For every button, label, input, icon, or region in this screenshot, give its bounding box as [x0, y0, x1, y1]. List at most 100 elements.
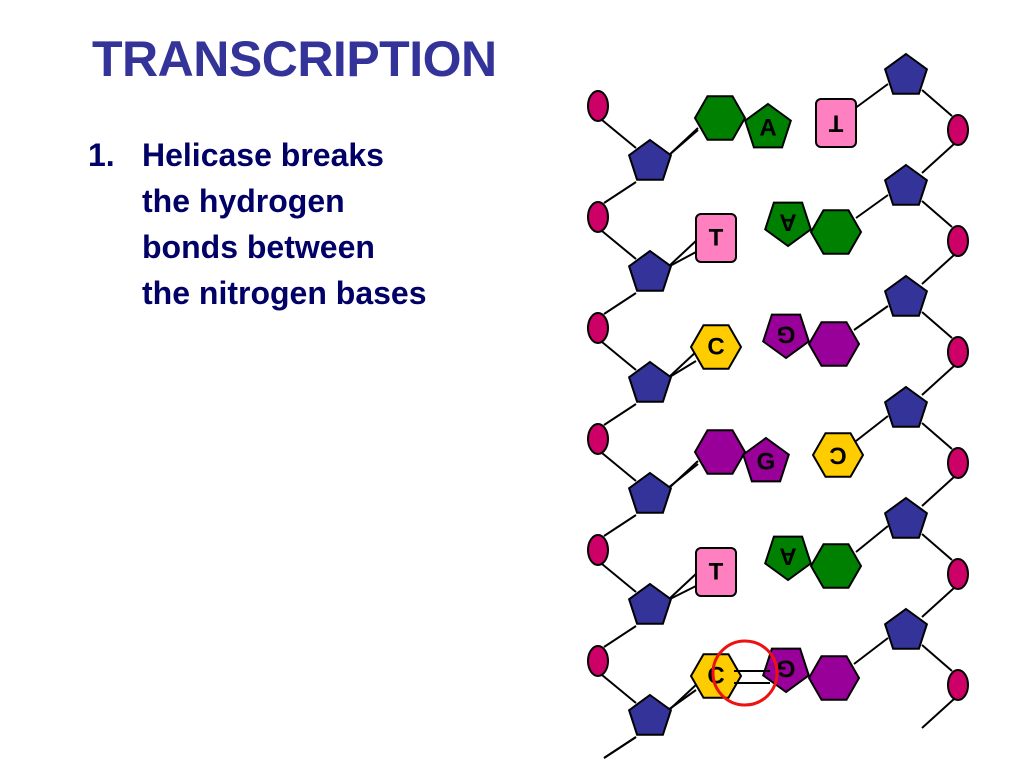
left-backbone-link [601, 341, 637, 371]
step-line-2: the hydrogen [142, 183, 345, 219]
base-right-G-label: G [777, 655, 796, 682]
left-backbone-link [601, 119, 637, 149]
base-left-T-label: T [709, 225, 724, 252]
base-left-hexagon [693, 95, 747, 141]
right-backbone-link [921, 476, 955, 507]
base-left-A-shape [744, 102, 792, 149]
left-backbone-link [603, 181, 637, 204]
left-phosphate [587, 201, 609, 233]
base-left-T-shape [695, 547, 737, 597]
right-backbone-link [921, 533, 953, 561]
left-sugar-base-link [667, 129, 699, 157]
left-backbone-link [601, 452, 637, 482]
right-phosphate [947, 669, 969, 701]
right-phosphate [947, 336, 969, 368]
left-sugar [627, 138, 673, 181]
left-sugar-base-link [667, 585, 697, 601]
right-sugar [883, 52, 929, 95]
base-right-A-shape [764, 535, 812, 582]
base-left-C: C [689, 324, 743, 370]
base-left-G: G [742, 436, 790, 483]
base-left-A: A [744, 102, 792, 149]
right-sugar-base-link [853, 305, 889, 331]
slide-title: TRANSCRIPTION [92, 31, 497, 87]
base-left-C-shape [689, 653, 743, 699]
right-sugar-base-link [853, 83, 889, 110]
right-sugar [883, 496, 929, 539]
left-sugar-base-link [667, 360, 697, 379]
base-right-T-shape [815, 98, 857, 148]
base-right-hexagon [809, 209, 863, 255]
left-sugar-base-link [667, 463, 699, 489]
left-phosphate [587, 645, 609, 677]
base-right-G-label: G [777, 321, 796, 348]
base-left-A-label: A [759, 115, 776, 142]
base-right-G-shape [762, 313, 810, 360]
base-right-hexagon [809, 543, 863, 589]
right-backbone-link [921, 200, 953, 228]
right-backbone-link [921, 422, 953, 450]
left-backbone-link [603, 736, 637, 759]
left-sugar-base-link [667, 571, 699, 601]
right-phosphate [947, 558, 969, 590]
right-backbone-link [921, 311, 953, 339]
base-right-G: G [762, 313, 810, 360]
step-line-3: bonds between [142, 229, 375, 265]
base-left-T-shape [695, 213, 737, 263]
left-backbone-link [603, 403, 637, 426]
base-right-hexagon [807, 655, 861, 701]
base-right-T-label: T [828, 110, 843, 137]
right-backbone-link [921, 698, 955, 729]
right-backbone-link [921, 587, 955, 618]
step-number: 1. [88, 137, 115, 173]
base-right-A-shape [764, 201, 812, 248]
right-phosphate [947, 447, 969, 479]
left-backbone-link [601, 563, 637, 593]
left-sugar [627, 360, 673, 403]
left-sugar [627, 582, 673, 625]
right-sugar-base-link [855, 194, 889, 219]
base-right-A-label: A [779, 209, 796, 236]
left-phosphate [587, 423, 609, 455]
step-text: Helicase breaks the hydrogen bonds betwe… [142, 132, 562, 316]
step-line-4: the nitrogen bases [142, 275, 427, 311]
right-sugar-base-link [853, 637, 889, 665]
base-right-C-shape [811, 432, 865, 478]
left-sugar-base-link [667, 238, 699, 268]
right-backbone-link [921, 365, 955, 396]
right-sugar [883, 607, 929, 650]
right-phosphate [947, 225, 969, 257]
left-sugar-base-link [667, 689, 697, 711]
base-left-C: C [689, 653, 743, 699]
base-right-T: T [815, 98, 857, 148]
base-right-C-label: C [829, 442, 846, 469]
base-left-G-label: G [757, 449, 776, 476]
base-left-G-shape [742, 436, 790, 483]
left-sugar [627, 471, 673, 514]
right-sugar-base-link [855, 415, 889, 442]
base-right-C: C [811, 432, 865, 478]
left-phosphate [587, 312, 609, 344]
right-sugar-base-link [855, 525, 889, 553]
right-backbone-link [921, 89, 953, 117]
left-sugar-base-link [667, 251, 697, 268]
left-backbone-link [601, 674, 637, 704]
right-sugar [883, 274, 929, 317]
base-left-hexagon [693, 429, 747, 475]
base-right-A-label: A [779, 543, 796, 570]
base-left-C-label: C [707, 334, 724, 361]
left-sugar-base-link [667, 349, 699, 379]
base-right-A: A [764, 535, 812, 582]
left-sugar [627, 249, 673, 292]
base-left-C-shape [689, 324, 743, 370]
base-left-T-label: T [709, 559, 724, 586]
left-backbone-link [603, 625, 637, 648]
right-backbone-link [921, 644, 953, 672]
base-right-hexagon [807, 321, 861, 367]
right-backbone-link [921, 254, 955, 285]
base-left-T: T [695, 547, 737, 597]
base-right-A: A [764, 201, 812, 248]
left-backbone-link [603, 514, 637, 537]
left-backbone-link [603, 292, 637, 315]
